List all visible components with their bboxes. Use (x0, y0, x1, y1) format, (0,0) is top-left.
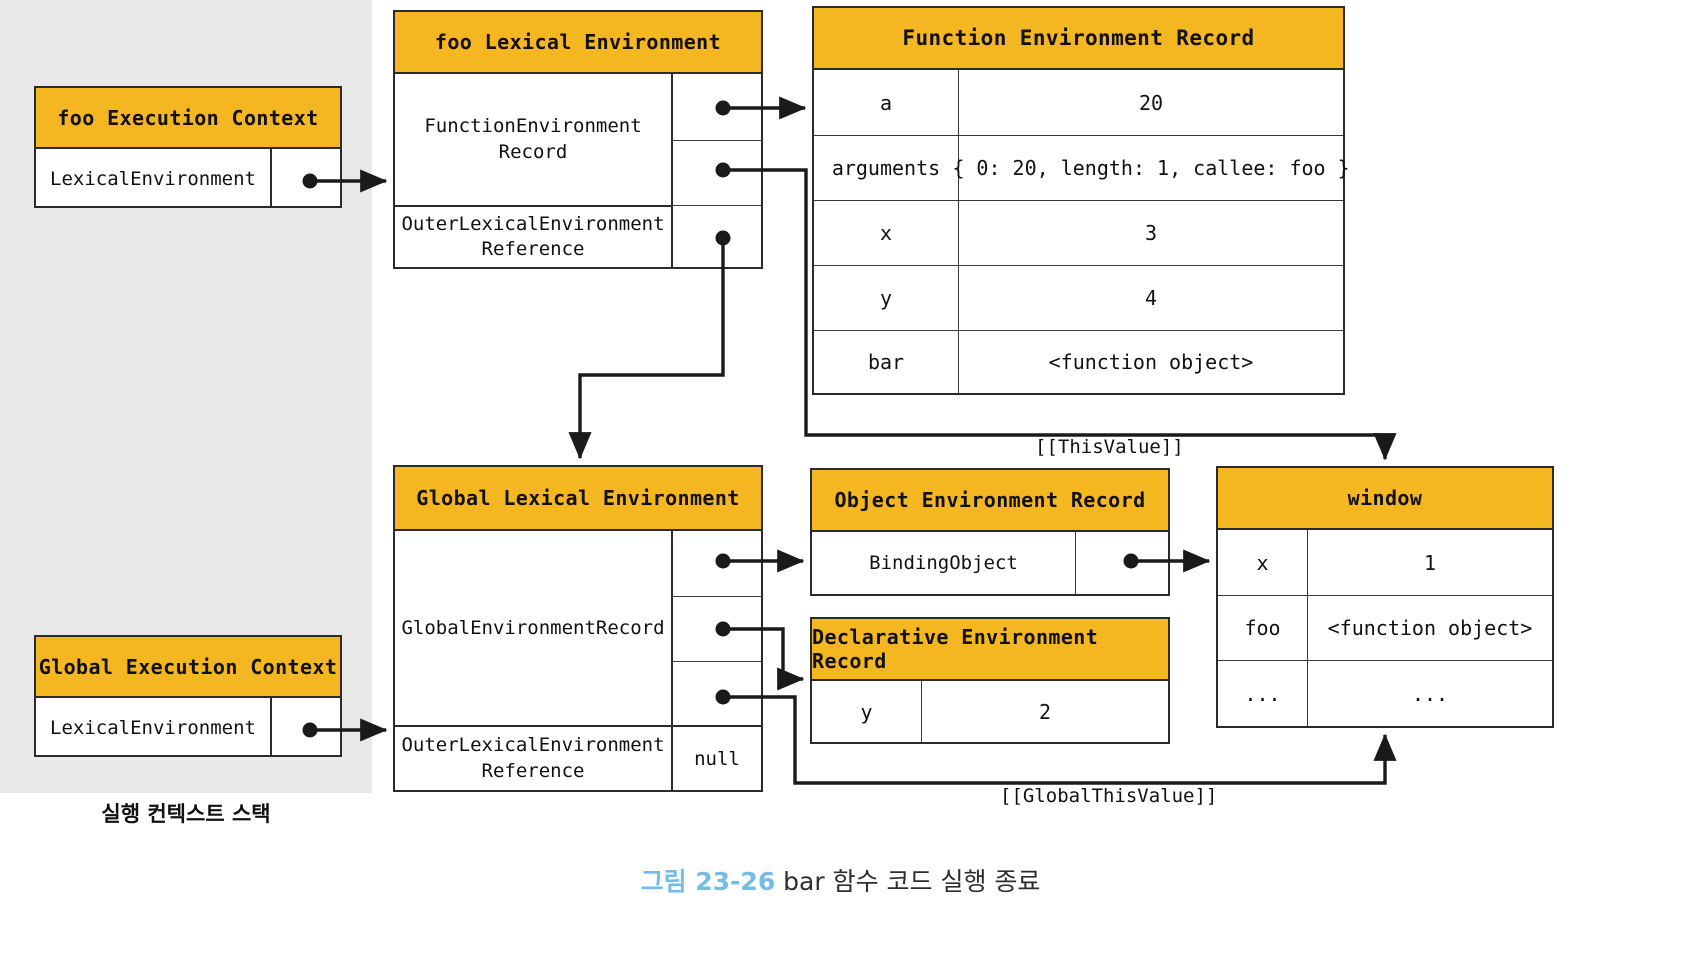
declarative-environment-record-box: Declarative Environment Record y 2 (810, 617, 1170, 744)
foo-lexical-environment-title: foo Lexical Environment (395, 12, 761, 74)
fer-binding-arguments: arguments (814, 135, 959, 200)
global-this-value-wire-label: [[GlobalThisValue]] (1000, 785, 1218, 807)
foo-ec-lexicalenvironment-slot (272, 149, 340, 208)
der-binding-y: y (812, 681, 922, 742)
global-ec-lexicalenvironment-slot (272, 698, 340, 757)
this-value-wire-label: [[ThisValue]] (1035, 436, 1184, 458)
foo-le-outerlexicalenvironmentreference-label: OuterLexicalEnvironment Reference (395, 205, 673, 267)
gle-slot-3 (673, 661, 761, 725)
global-lexical-environment-title: Global Lexical Environment (395, 467, 761, 531)
window-object-box: window x 1 foo <function object> ... ... (1216, 466, 1554, 728)
function-environment-record-title: Function Environment Record (814, 8, 1343, 70)
gle-outer-null-value: null (673, 725, 761, 790)
object-environment-record-box: Object Environment Record BindingObject (810, 468, 1170, 596)
figure-caption-text: bar 함수 코드 실행 종료 (775, 867, 1041, 896)
global-execution-context-title: Global Execution Context (36, 637, 340, 698)
window-value-x: 1 (1423, 550, 1437, 575)
oer-bindingobject-label: BindingObject (812, 532, 1076, 594)
function-environment-record-rows: a 20 arguments { 0: 20, length: 1, calle… (814, 70, 1350, 393)
function-environment-record-box: Function Environment Record a 20 argumen… (812, 6, 1350, 395)
window-binding-ellipsis: ... (1218, 660, 1308, 726)
fer-binding-bar: bar (814, 330, 959, 393)
fer-binding-y: y (814, 265, 959, 330)
der-value-y: 2 (1038, 699, 1052, 724)
fer-binding-a: a (814, 70, 959, 135)
object-environment-record-title: Object Environment Record (812, 470, 1168, 532)
foo-le-slot-3 (673, 205, 761, 267)
foo-le-slot-2 (673, 140, 761, 205)
foo-execution-context-box: foo Execution Context LexicalEnvironment (34, 86, 342, 208)
figure-caption-number: 그림 23-26 (640, 867, 776, 896)
foo-le-functionenvironmentrecord-label: FunctionEnvironment Record (395, 74, 673, 205)
declarative-environment-record-title: Declarative Environment Record (812, 619, 1168, 681)
window-value-ellipsis: ... (1308, 660, 1552, 726)
execution-context-stack-label: 실행 컨텍스트 스택 (101, 802, 271, 826)
fer-value-y: 4 (959, 265, 1343, 330)
global-execution-context-box: Global Execution Context LexicalEnvironm… (34, 635, 342, 757)
figure-caption: 그림 23-26 bar 함수 코드 실행 종료 (0, 862, 1681, 898)
foo-lexical-environment-box: foo Lexical Environment FunctionEnvironm… (393, 10, 763, 269)
global-lexical-environment-box: Global Lexical Environment GlobalEnviron… (393, 465, 763, 792)
fer-value-bar: <function object> (959, 330, 1343, 393)
foo-ec-lexicalenvironment-label: LexicalEnvironment (36, 149, 272, 208)
gle-outerlexicalenvironmentreference-label: OuterLexicalEnvironment Reference (395, 725, 673, 790)
gle-globalenvironmentrecord-label: GlobalEnvironmentRecord (395, 531, 673, 725)
gle-slot-2 (673, 596, 761, 661)
oer-bindingobject-slot (1076, 532, 1168, 594)
window-value-foo: <function object> (1308, 595, 1552, 660)
global-ec-lexicalenvironment-label: LexicalEnvironment (36, 698, 272, 757)
window-object-title: window (1218, 468, 1552, 530)
fer-binding-x: x (814, 200, 959, 265)
foo-le-slot-1 (673, 74, 761, 140)
fer-value-a: 20 (1138, 90, 1164, 115)
window-binding-x: x (1218, 530, 1308, 595)
foo-execution-context-title: foo Execution Context (36, 88, 340, 149)
wire-foo-le-outer-to-gle (568, 238, 725, 460)
fer-value-arguments: { 0: 20, length: 1, callee: foo } (952, 135, 1350, 200)
window-binding-foo: foo (1218, 595, 1308, 660)
fer-value-x: 3 (959, 200, 1343, 265)
gle-slot-1 (673, 531, 761, 596)
